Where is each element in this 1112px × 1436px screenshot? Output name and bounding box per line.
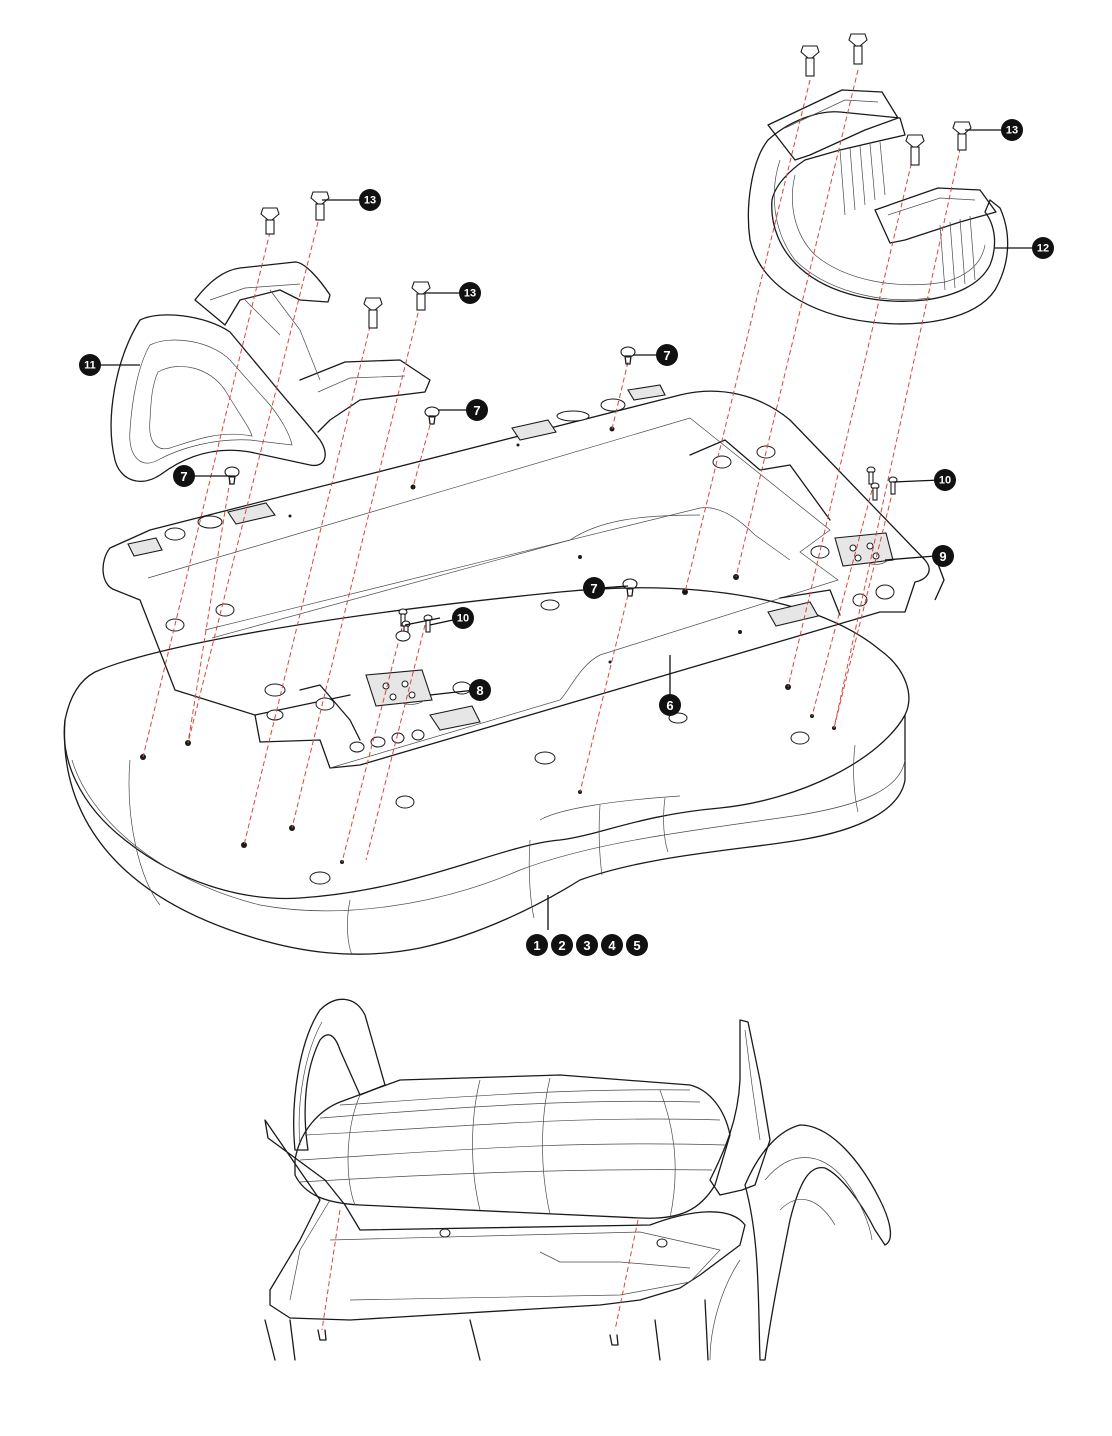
callout-bubble bbox=[173, 465, 195, 487]
bolts-13 bbox=[260, 33, 972, 329]
callout-10-c10b: 10 bbox=[452, 607, 474, 629]
callout-label: 7 bbox=[663, 348, 670, 363]
callout-label: 10 bbox=[457, 613, 469, 625]
callout-6-c6: 6 bbox=[659, 694, 681, 716]
seat-cushion-base bbox=[63, 587, 910, 956]
callout-bubble bbox=[452, 607, 474, 629]
callout-bubble bbox=[656, 344, 678, 366]
callout-13-c13c: 13 bbox=[1001, 119, 1023, 141]
callout-bubble bbox=[576, 934, 598, 956]
callout-bubble bbox=[1032, 237, 1054, 259]
handle-left bbox=[110, 261, 431, 482]
callout-label: 3 bbox=[583, 938, 590, 953]
callout-bubble bbox=[626, 934, 648, 956]
bolt bbox=[905, 134, 925, 166]
callout-label: 7 bbox=[180, 469, 187, 484]
screws-10 bbox=[395, 466, 898, 642]
callout-label: 10 bbox=[939, 475, 951, 487]
callout-7-c7c: 7 bbox=[173, 465, 195, 487]
callout-label: 5 bbox=[633, 938, 640, 953]
callout-bubble bbox=[469, 679, 491, 701]
callout-8-c8: 8 bbox=[469, 679, 491, 701]
callout-5-c5: 5 bbox=[626, 934, 648, 956]
callout-12-c12: 12 bbox=[1032, 237, 1054, 259]
callout-label: 1 bbox=[533, 938, 540, 953]
callout-bubble bbox=[526, 934, 548, 956]
callout-bubble bbox=[359, 189, 381, 211]
callout-9-c9: 9 bbox=[932, 545, 954, 567]
callout-label: 13 bbox=[1006, 125, 1018, 137]
hinge-plate-left bbox=[365, 669, 433, 707]
bolt bbox=[363, 297, 383, 329]
callout-bubble bbox=[466, 399, 488, 421]
callout-bubble bbox=[583, 577, 605, 599]
callout-bubble bbox=[551, 934, 573, 956]
callout-bubble bbox=[932, 545, 954, 567]
bolt bbox=[411, 281, 431, 311]
callout-label: 13 bbox=[464, 288, 476, 300]
callout-1-c1: 1 bbox=[526, 934, 548, 956]
callout-bubble bbox=[934, 469, 956, 491]
callout-bubble bbox=[1001, 119, 1023, 141]
push-rivets-7 bbox=[224, 346, 638, 597]
callout-label: 7 bbox=[590, 581, 597, 596]
bolt bbox=[260, 207, 280, 235]
callout-label: 13 bbox=[364, 195, 376, 207]
callout-label: 11 bbox=[84, 360, 96, 372]
callout-4-c4: 4 bbox=[601, 934, 623, 956]
callout-bubble bbox=[459, 282, 481, 304]
alignment-lines bbox=[142, 69, 963, 863]
bolt bbox=[848, 33, 868, 65]
callout-bubble bbox=[601, 934, 623, 956]
callout-7-c7d: 7 bbox=[583, 577, 605, 599]
callout-7-c7a: 7 bbox=[656, 344, 678, 366]
callout-bubble bbox=[79, 354, 101, 376]
handle-right bbox=[747, 89, 1009, 325]
callout-13-c13a: 13 bbox=[359, 189, 381, 211]
callout-label: 8 bbox=[476, 683, 483, 698]
callout-11-c11: 11 bbox=[79, 354, 101, 376]
callout-label: 6 bbox=[666, 698, 673, 713]
hinge-plate-right bbox=[834, 532, 894, 567]
callout-10-c10a: 10 bbox=[934, 469, 956, 491]
bolt bbox=[310, 191, 330, 221]
callout-13-c13b: 13 bbox=[459, 282, 481, 304]
callout-2-c2: 2 bbox=[551, 934, 573, 956]
bolt bbox=[800, 45, 820, 77]
callout-label: 9 bbox=[939, 549, 946, 564]
callout-label: 12 bbox=[1037, 243, 1049, 255]
callout-3-c3: 3 bbox=[576, 934, 598, 956]
callout-label: 2 bbox=[558, 938, 565, 953]
assembled-seat-view bbox=[264, 998, 892, 1361]
callout-label: 4 bbox=[608, 938, 616, 953]
callout-label: 7 bbox=[473, 403, 480, 418]
seat-pan-frame bbox=[102, 384, 930, 769]
callout-bubble bbox=[659, 694, 681, 716]
bolt bbox=[952, 121, 972, 151]
callout-7-c7b: 7 bbox=[466, 399, 488, 421]
